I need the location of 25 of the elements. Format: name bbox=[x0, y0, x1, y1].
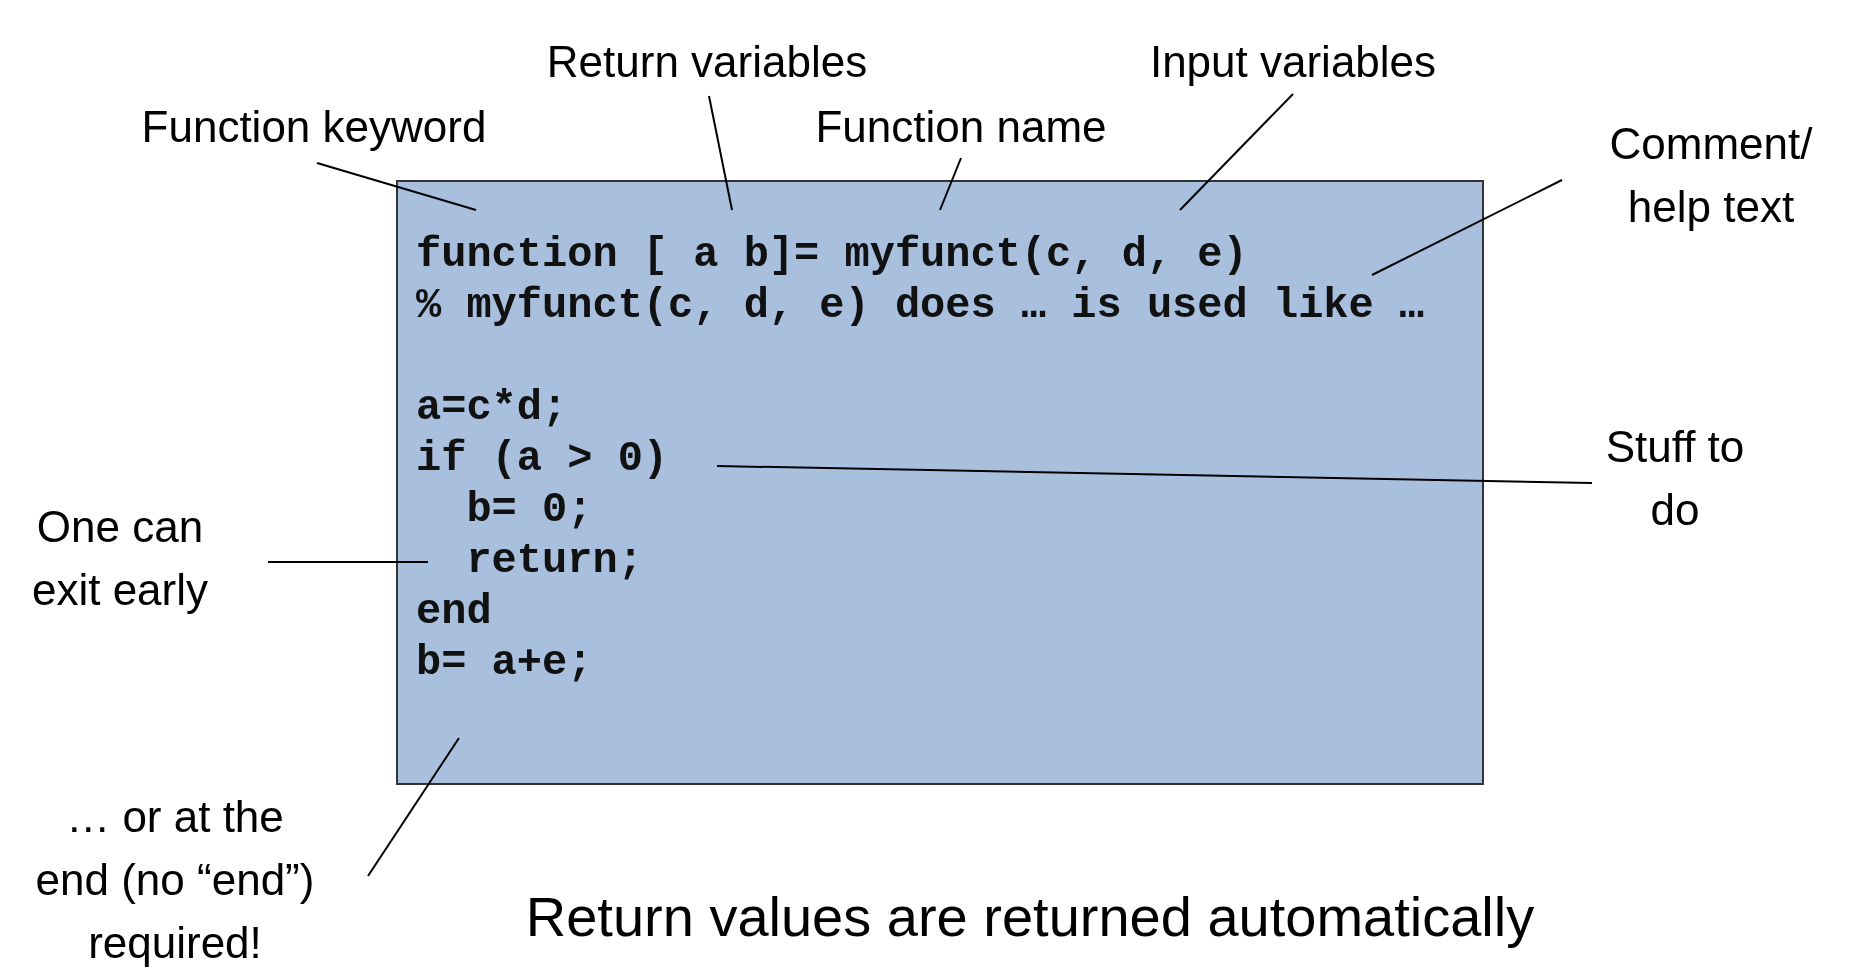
code-line: if (a > 0) bbox=[416, 434, 669, 485]
code-line: b= 0; bbox=[465, 485, 593, 536]
callout-label: Function keyword bbox=[94, 94, 534, 158]
leader-line bbox=[708, 95, 733, 211]
code-line: function [ a b]= myfunct(c, d, e) bbox=[416, 230, 1248, 281]
code-line: return; bbox=[465, 536, 643, 587]
leader-line bbox=[1371, 179, 1563, 276]
callout-label: Input variables bbox=[1093, 29, 1493, 93]
code-line: b= a+e; bbox=[416, 638, 593, 689]
code-line: end bbox=[416, 587, 492, 638]
code-line: a=c*d; bbox=[416, 383, 568, 434]
caption: Return values are returned automatically bbox=[525, 883, 1535, 949]
code-line: % myfunct(c, d, e) does … is used like … bbox=[416, 281, 1425, 332]
leader-line bbox=[367, 737, 460, 877]
callout-label: Comment/ help text bbox=[1591, 112, 1831, 238]
leader-line bbox=[267, 561, 429, 563]
callout-label: Return variables bbox=[497, 29, 917, 93]
callout-label: One can exit early bbox=[0, 495, 240, 621]
leader-line bbox=[1179, 93, 1294, 211]
callout-label: Function name bbox=[761, 94, 1161, 158]
callout-label: Stuff to do bbox=[1590, 415, 1760, 541]
leader-line bbox=[316, 162, 477, 211]
code-panel bbox=[396, 180, 1484, 785]
callout-label: … or at the end (no “end”) required! bbox=[25, 784, 325, 970]
leader-line bbox=[716, 465, 1593, 484]
